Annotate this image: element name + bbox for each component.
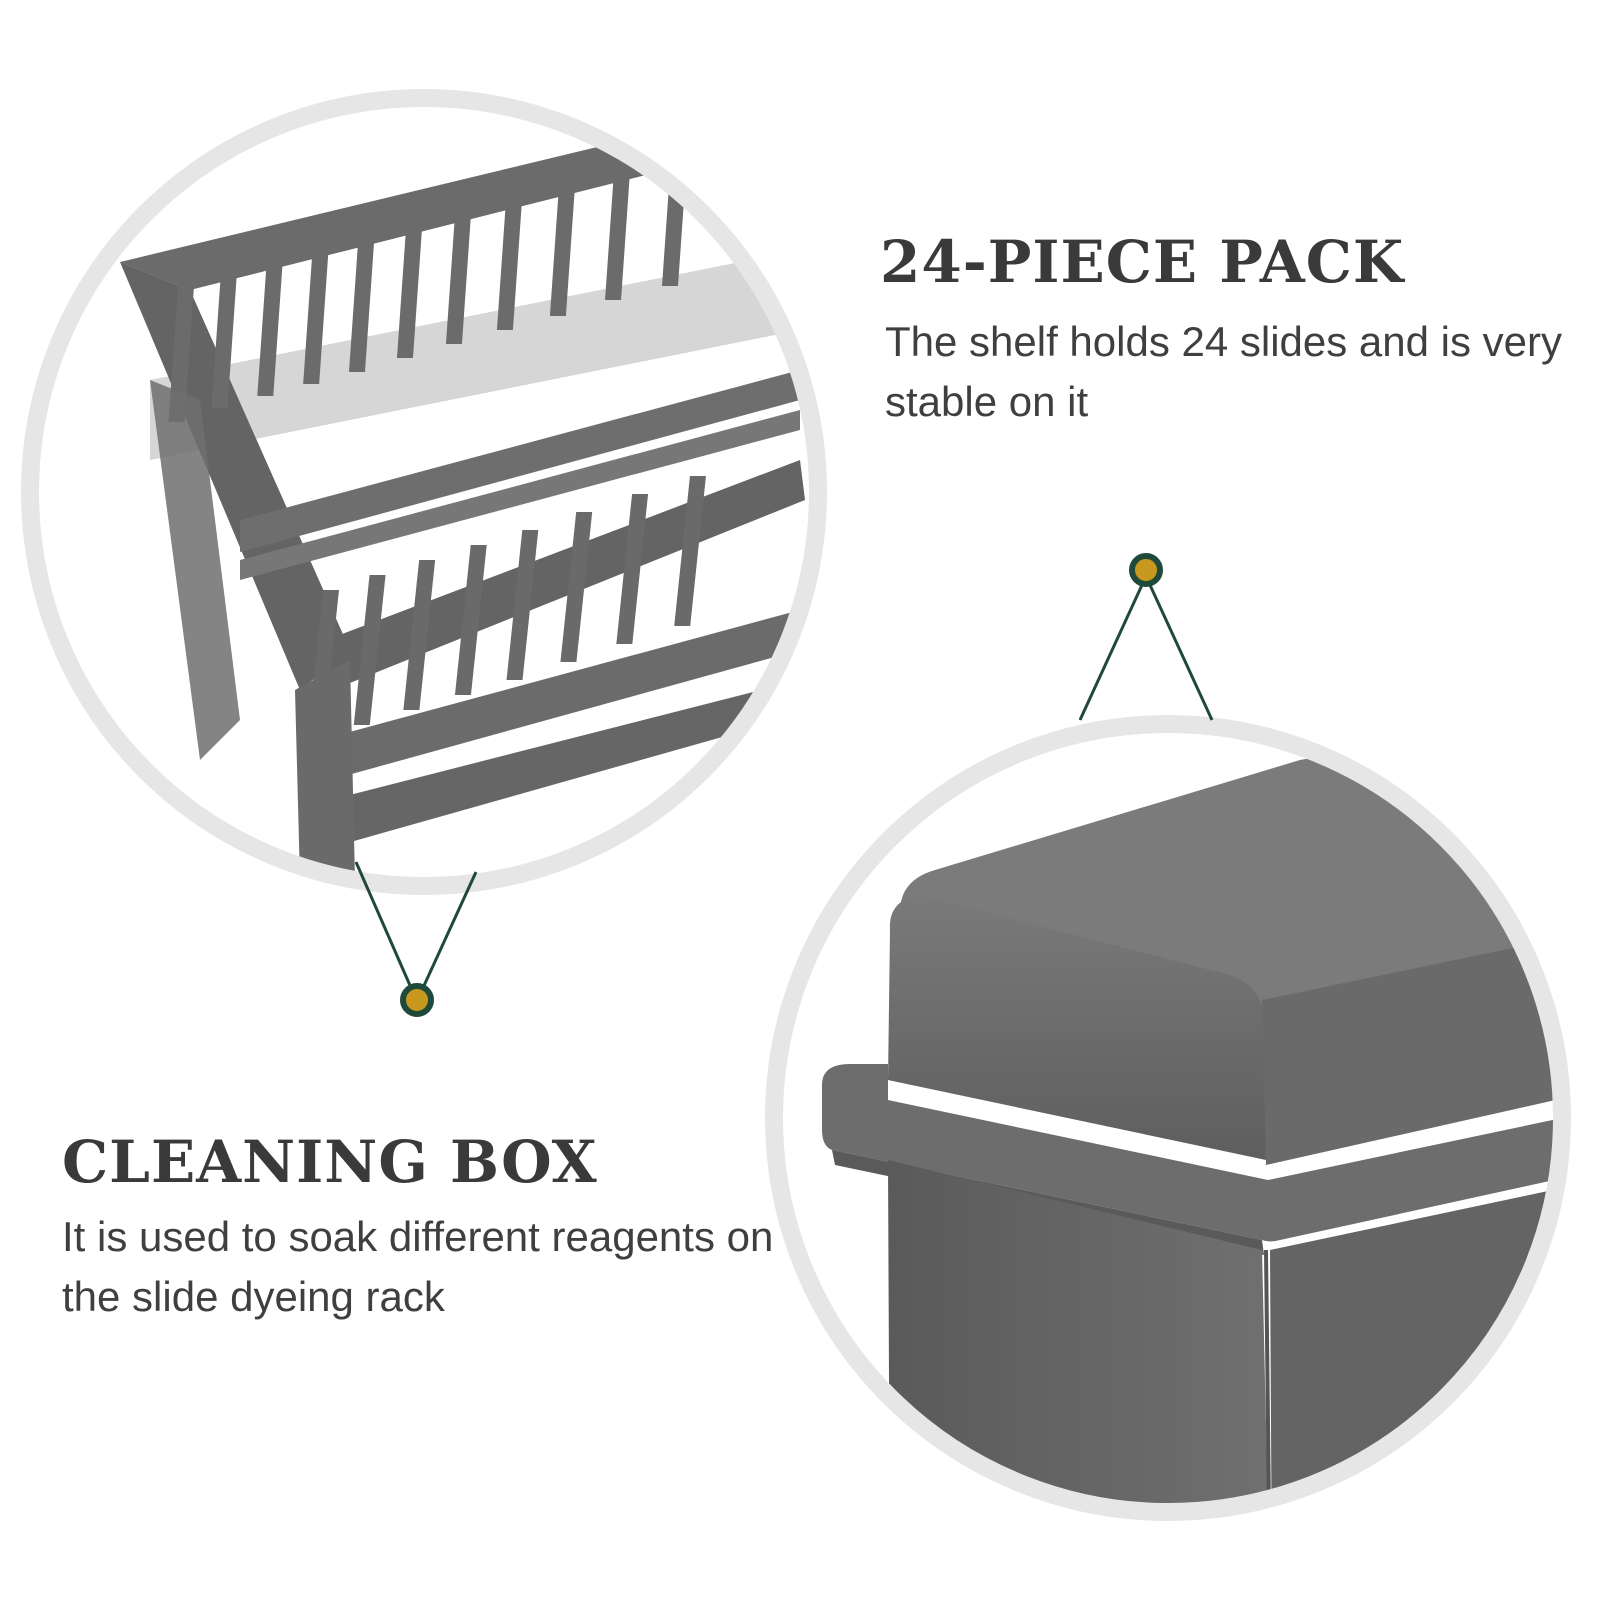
connector-pointer-right	[1078, 553, 1214, 721]
connector-pointer-left	[354, 861, 478, 1017]
feature-title-cleaning-box: CLEANING BOX	[62, 1128, 598, 1196]
connector-dot-icon	[1129, 553, 1163, 587]
connector-dot-icon	[400, 983, 434, 1017]
feature-description-cleaning-box: It is used to soak different reagents on…	[62, 1213, 774, 1320]
feature-title-pack: 24-PIECE PACK	[880, 228, 1405, 296]
staining-box-closeup-icon	[765, 715, 1571, 1521]
feature-description-pack: The shelf holds 24 slides and is very st…	[885, 318, 1563, 425]
slide-rack-closeup-icon	[21, 89, 827, 895]
